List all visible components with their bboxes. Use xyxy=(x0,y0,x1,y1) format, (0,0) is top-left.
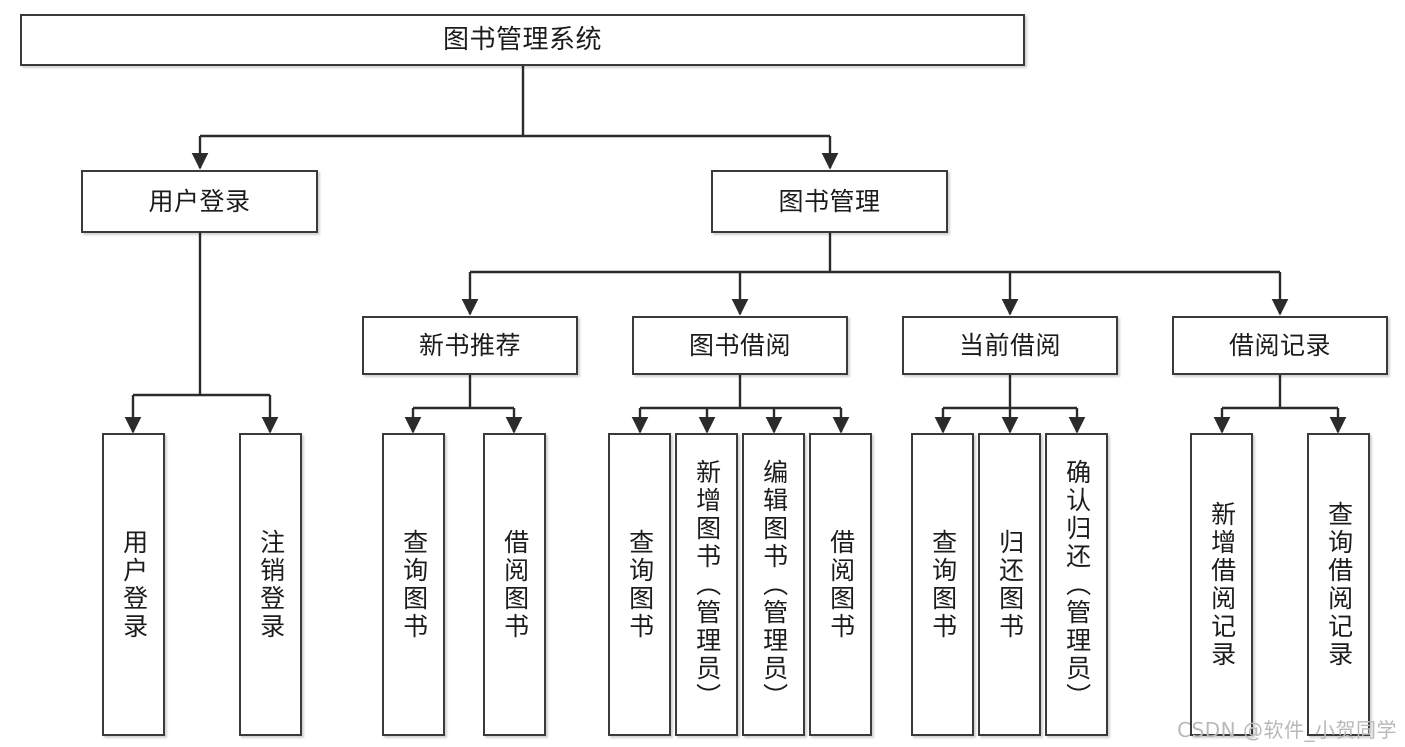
node-leaf-return-book[interactable]: 归还图书 xyxy=(978,433,1041,736)
node-current-borrow[interactable]: 当前借阅 xyxy=(902,316,1118,375)
node-book-borrow-label: 图书借阅 xyxy=(688,330,791,360)
node-leaf-user-login[interactable]: 用户登录 xyxy=(102,433,165,736)
node-leaf-borrow-book-2[interactable]: 借阅图书 xyxy=(809,433,872,736)
node-root[interactable]: 图书管理系统 xyxy=(20,14,1025,66)
node-leaf-query-book-3-label: 查询图书 xyxy=(928,528,958,641)
node-new-book-recommend[interactable]: 新书推荐 xyxy=(362,316,578,375)
node-leaf-add-record-label: 新增借阅记录 xyxy=(1207,500,1237,669)
node-borrow-record[interactable]: 借阅记录 xyxy=(1172,316,1388,375)
node-user-login[interactable]: 用户登录 xyxy=(81,170,318,233)
node-book-borrow[interactable]: 图书借阅 xyxy=(632,316,848,375)
node-leaf-query-book-2[interactable]: 查询图书 xyxy=(608,433,671,736)
node-leaf-edit-book[interactable]: 编辑图书（管理员） xyxy=(742,433,805,736)
node-leaf-borrow-book-1-label: 借阅图书 xyxy=(500,528,530,641)
node-leaf-edit-book-label: 编辑图书（管理员） xyxy=(759,458,789,711)
node-leaf-add-book[interactable]: 新增图书（管理员） xyxy=(675,433,738,736)
node-leaf-confirm-return-label: 确认归还（管理员） xyxy=(1062,458,1092,711)
node-book-management[interactable]: 图书管理 xyxy=(711,170,948,233)
node-leaf-query-record[interactable]: 查询借阅记录 xyxy=(1307,433,1370,736)
node-leaf-query-book-3[interactable]: 查询图书 xyxy=(911,433,974,736)
watermark-text: CSDN @软件_小贺同学 xyxy=(1177,718,1397,742)
node-leaf-borrow-book-2-label: 借阅图书 xyxy=(826,528,856,641)
node-leaf-user-logout-label: 注销登录 xyxy=(256,528,286,641)
node-leaf-user-logout[interactable]: 注销登录 xyxy=(239,433,302,736)
node-new-book-recommend-label: 新书推荐 xyxy=(418,330,521,360)
node-leaf-query-book-2-label: 查询图书 xyxy=(625,528,655,641)
node-leaf-return-book-label: 归还图书 xyxy=(995,528,1025,641)
node-leaf-query-record-label: 查询借阅记录 xyxy=(1324,500,1354,669)
node-leaf-query-book-1-label: 查询图书 xyxy=(399,528,429,641)
node-borrow-record-label: 借阅记录 xyxy=(1228,330,1331,360)
node-leaf-add-record[interactable]: 新增借阅记录 xyxy=(1190,433,1253,736)
node-leaf-user-login-label: 用户登录 xyxy=(119,528,149,641)
node-current-borrow-label: 当前借阅 xyxy=(958,330,1061,360)
node-leaf-add-book-label: 新增图书（管理员） xyxy=(692,458,722,711)
node-root-label: 图书管理系统 xyxy=(442,24,602,55)
node-user-login-label: 用户登录 xyxy=(148,186,251,216)
node-book-management-label: 图书管理 xyxy=(778,186,881,216)
node-leaf-confirm-return[interactable]: 确认归还（管理员） xyxy=(1045,433,1108,736)
node-leaf-query-book-1[interactable]: 查询图书 xyxy=(382,433,445,736)
node-leaf-borrow-book-1[interactable]: 借阅图书 xyxy=(483,433,546,736)
